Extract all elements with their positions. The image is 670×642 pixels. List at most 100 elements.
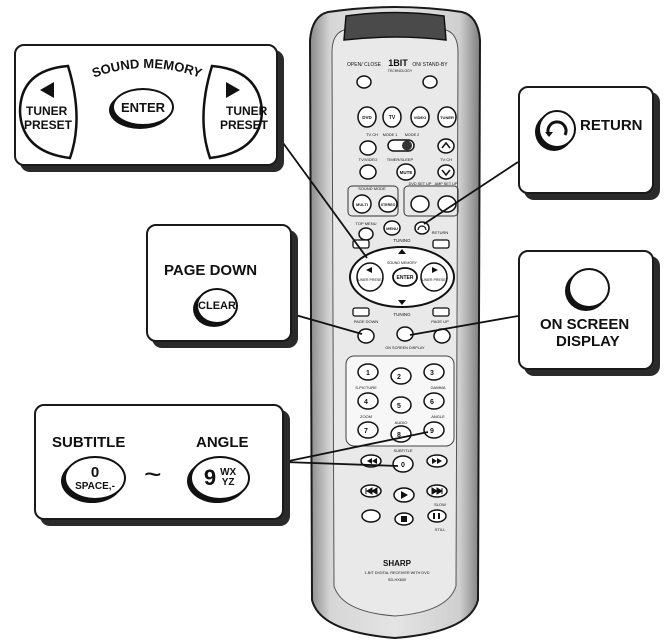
key-2[interactable]: [390, 367, 412, 385]
cursor-down-icon: [398, 300, 406, 305]
numeric-keypad: 1 2 3 S-PICTURE GAMMA 4 5 6 ZOOM AUDIO A…: [355, 363, 446, 443]
on-standby-button[interactable]: [422, 75, 438, 89]
left-tuner-preset-remote-label: TUNER PRESET: [356, 278, 385, 282]
tuning-minus-bottom-button[interactable]: [352, 307, 370, 317]
key-5-label: 5: [397, 403, 401, 410]
subtitle-label: SUBTITLE: [52, 434, 126, 451]
key-5[interactable]: [390, 396, 412, 414]
return-button-remote[interactable]: [414, 221, 430, 235]
product-name: 1-BIT DIGITAL RECEIVER WITH DVD: [365, 571, 430, 575]
tv-button[interactable]: [382, 106, 402, 128]
left-tuner-preset-button[interactable]: [18, 64, 78, 160]
enter-button[interactable]: ENTER: [112, 88, 174, 126]
audio-label: AUDIO: [395, 420, 408, 425]
amp-setup-button[interactable]: [437, 195, 457, 213]
pause-icon: [433, 513, 440, 519]
key-1[interactable]: [357, 363, 379, 381]
return-button[interactable]: [538, 110, 576, 148]
menu-button[interactable]: [383, 220, 401, 236]
leader-sound-memory: [277, 135, 368, 259]
tv-button-label: TV: [389, 115, 396, 121]
clear-button-remote[interactable]: [357, 328, 375, 344]
dvd-button[interactable]: [357, 106, 377, 128]
key-1-label: 1: [366, 370, 370, 377]
leader-subtitle: [283, 461, 399, 467]
left-tuner-preset-remote[interactable]: [356, 262, 384, 292]
video-button[interactable]: [410, 106, 430, 128]
mode-switch-knob[interactable]: [402, 140, 412, 151]
clear-button[interactable]: CLEAR: [196, 288, 238, 324]
leader-return: [423, 161, 519, 225]
mode1-label: MODE 1: [383, 133, 398, 137]
bit-logo: 1BIT: [388, 58, 408, 68]
nine-digit: 9: [203, 465, 217, 490]
enter-button-remote[interactable]: [392, 267, 418, 287]
right-tuner-label-1: TUNER: [226, 104, 268, 118]
left-triangle-large-icon: [40, 82, 54, 98]
stereo-button[interactable]: [378, 195, 398, 213]
tv-ch-down-button[interactable]: [437, 164, 455, 180]
on-standby-label: ON/ STAND-BY: [412, 62, 448, 68]
mute-button-label: MUTE: [400, 170, 413, 175]
left-tuner-label-1: TUNER: [26, 104, 68, 118]
tuner-button[interactable]: [437, 106, 457, 128]
cursor-up-icon: [398, 249, 406, 254]
tuning-plus-bottom-button[interactable]: [432, 307, 450, 317]
open-close-button[interactable]: [356, 75, 372, 89]
fast-forward-icon: [432, 458, 442, 464]
return-remote-label: RETURN: [432, 230, 449, 235]
key-3[interactable]: [423, 363, 445, 381]
tv-video-button[interactable]: [359, 164, 377, 180]
still-button[interactable]: [427, 509, 447, 523]
key-9-label: 9: [430, 428, 434, 435]
repeat-button[interactable]: [361, 509, 381, 523]
leader-page-down: [291, 313, 363, 335]
brand-logo: SHARP: [383, 559, 412, 568]
nine-sub-2: YZ: [221, 477, 235, 488]
key-4[interactable]: [357, 392, 379, 410]
sound-memory-label: SOUND MEMORY: [90, 56, 204, 81]
multi-button[interactable]: [352, 194, 372, 214]
s-picture-label: S-PICTURE: [355, 385, 377, 390]
tuning-minus-button[interactable]: [352, 239, 370, 249]
key-8-label: 8: [397, 432, 401, 439]
return-callout: [518, 86, 654, 194]
on-screen-display-button[interactable]: [568, 268, 610, 308]
slow-label: SLOW: [434, 502, 446, 507]
sound-mode-label: SOUND MODE: [358, 186, 386, 191]
page-down-callout: [146, 224, 292, 342]
gamma-label: GAMMA: [430, 385, 445, 390]
tv-ch-minus-button[interactable]: [359, 140, 377, 156]
stop-icon: [401, 516, 407, 522]
model-number: SD-HX600: [388, 578, 406, 582]
right-tuner-preset-button[interactable]: [202, 64, 264, 160]
nine-button[interactable]: 9 WX YZ: [190, 456, 250, 500]
tuning-plus-button[interactable]: [432, 239, 450, 249]
right-tuner-preset-remote[interactable]: [420, 262, 448, 292]
zero-button[interactable]: 0 SPACE,-: [64, 456, 126, 500]
chevron-down-icon: [441, 169, 451, 177]
sound-mode-frame: [347, 185, 399, 217]
key-7-label: 7: [364, 428, 368, 435]
tv-ch-right-label: TV CH: [440, 157, 452, 162]
tv-video-label: TV/VIDEO: [359, 157, 378, 162]
tv-ch-up-button[interactable]: [437, 138, 455, 154]
on-screen-display-remote-label: ON SCREEN DISPLAY: [385, 346, 425, 350]
key-0[interactable]: [392, 455, 414, 473]
left-triangle-icon: [366, 267, 372, 273]
left-tuner-label-2: PRESET: [24, 118, 73, 132]
right-triangle-large-icon: [226, 82, 240, 98]
play-icon: [401, 491, 408, 499]
mode2-label: MODE 2: [405, 133, 420, 137]
key-7[interactable]: [357, 421, 379, 439]
key-6[interactable]: [423, 392, 445, 410]
range-tilde: ~: [144, 458, 162, 491]
mute-button[interactable]: [396, 163, 416, 181]
video-button-label: VIDEO: [414, 115, 426, 120]
key-9[interactable]: [423, 421, 445, 439]
dvd-setup-label: DVD SET UP: [409, 182, 432, 186]
tuning-bottom-label: TUNING: [393, 312, 411, 317]
dvd-setup-button[interactable]: [410, 195, 430, 213]
